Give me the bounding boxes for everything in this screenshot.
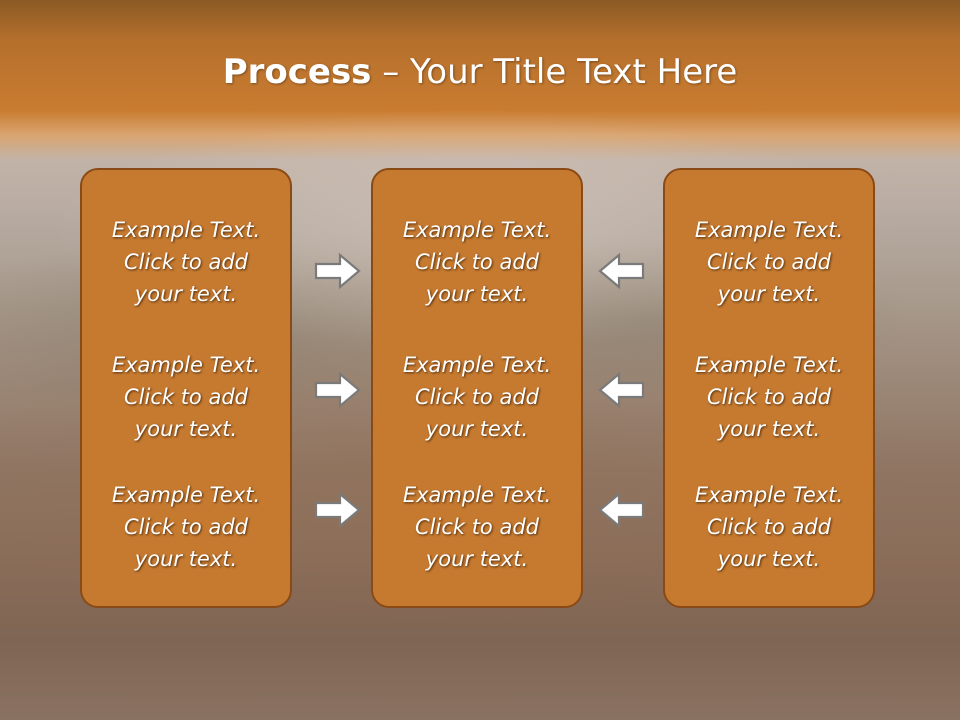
text-line: Click to add	[706, 515, 831, 539]
center-panel-text-1[interactable]: Example Text. Click to add your text.	[373, 214, 581, 310]
text-line: your text.	[134, 417, 238, 441]
arrow-left-icon	[598, 371, 645, 409]
right-panel[interactable]: Example Text. Click to add your text. Ex…	[663, 168, 875, 608]
left-panel-text-3[interactable]: Example Text. Click to add your text.	[82, 479, 290, 575]
arrow-left-icon	[598, 491, 645, 529]
title-bold: Process	[222, 52, 372, 92]
center-panel-text-3[interactable]: Example Text. Click to add your text.	[373, 479, 581, 575]
text-line: Example Text.	[111, 483, 261, 507]
text-line: Example Text.	[402, 483, 552, 507]
right-panel-text-2[interactable]: Example Text. Click to add your text.	[665, 349, 873, 445]
text-line: Click to add	[123, 385, 248, 409]
text-line: your text.	[134, 282, 238, 306]
text-line: your text.	[134, 547, 238, 571]
text-line: your text.	[425, 417, 529, 441]
center-panel[interactable]: Example Text. Click to add your text. Ex…	[371, 168, 583, 608]
arrow-left-icon	[598, 252, 645, 290]
left-panel[interactable]: Example Text. Click to add your text. Ex…	[80, 168, 292, 608]
text-line: your text.	[425, 282, 529, 306]
text-line: Example Text.	[402, 353, 552, 377]
center-panel-text-2[interactable]: Example Text. Click to add your text.	[373, 349, 581, 445]
text-line: Click to add	[123, 250, 248, 274]
left-panel-text-1[interactable]: Example Text. Click to add your text.	[82, 214, 290, 310]
text-line: Click to add	[414, 515, 539, 539]
text-line: your text.	[717, 547, 821, 571]
slide-title[interactable]: Process – Your Title Text Here	[0, 52, 960, 92]
text-line: your text.	[425, 547, 529, 571]
text-line: your text.	[717, 417, 821, 441]
arrow-right-icon	[314, 371, 361, 409]
arrow-right-icon	[314, 252, 361, 290]
text-line: Click to add	[414, 385, 539, 409]
text-line: Example Text.	[694, 218, 844, 242]
right-panel-text-1[interactable]: Example Text. Click to add your text.	[665, 214, 873, 310]
left-panel-text-2[interactable]: Example Text. Click to add your text.	[82, 349, 290, 445]
text-line: Example Text.	[111, 218, 261, 242]
right-panel-text-3[interactable]: Example Text. Click to add your text.	[665, 479, 873, 575]
text-line: your text.	[717, 282, 821, 306]
text-line: Example Text.	[402, 218, 552, 242]
text-line: Example Text.	[694, 353, 844, 377]
arrow-right-icon	[314, 491, 361, 529]
text-line: Click to add	[706, 385, 831, 409]
text-line: Click to add	[414, 250, 539, 274]
title-rest: – Your Title Text Here	[371, 52, 738, 92]
text-line: Example Text.	[111, 353, 261, 377]
text-line: Example Text.	[694, 483, 844, 507]
text-line: Click to add	[706, 250, 831, 274]
text-line: Click to add	[123, 515, 248, 539]
